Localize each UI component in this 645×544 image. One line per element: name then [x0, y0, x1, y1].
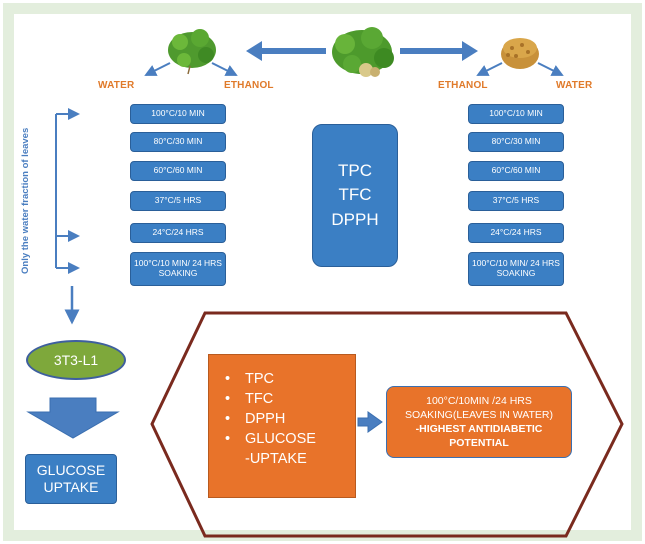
to-glucose-uptake-arrow — [26, 397, 120, 439]
seed-condition-5: 24°C/24 HRS — [468, 223, 564, 243]
result-line-2: SOAKING(LEAVES IN WATER) — [405, 408, 553, 421]
assay-dpph: DPPH — [331, 209, 379, 229]
glucose-uptake-box: GLUCOSE UPTAKE — [25, 454, 117, 504]
plant-to-seeds-arrow — [400, 41, 478, 61]
final-assay-box: •TPC •TFC •DPPH •GLUCOSE -UPTAKE — [208, 354, 356, 498]
seeds-water-label: WATER — [556, 80, 593, 91]
seed-condition-6: 100°C/10 MIN/ 24 HRS SOAKING — [468, 252, 564, 286]
glucose-uptake-line-1: GLUCOSE — [36, 462, 106, 479]
seeds-ethanol-label: ETHANOL — [438, 80, 488, 91]
leaf-condition-4: 37°C/5 HRS — [130, 191, 226, 211]
leaf-condition-5: 24°C/24 HRS — [130, 223, 226, 243]
cell-line-label: 3T3-L1 — [53, 352, 99, 368]
leaves-ethanol-arrow — [211, 62, 238, 76]
seed-condition-3: 60°C/60 MIN — [468, 161, 564, 181]
seed-condition-2: 80°C/30 MIN — [468, 132, 564, 152]
fenugreek-plant-image — [332, 27, 394, 77]
final-assay-item: •TPC — [225, 371, 274, 387]
leaf-condition-1: 100°C/10 MIN — [130, 104, 226, 124]
leaf-condition-2: 80°C/30 MIN — [130, 132, 226, 152]
result-line-4: POTENTIAL — [449, 437, 509, 450]
leaves-water-arrow — [144, 62, 171, 76]
leaves-water-label: WATER — [98, 80, 135, 91]
water-fraction-label: Only the water fraction of leaves — [20, 127, 31, 274]
leaves-ethanol-label: ETHANOL — [224, 80, 274, 91]
final-assay-item: -UPTAKE — [245, 451, 307, 467]
final-assay-item: •GLUCOSE — [225, 431, 316, 447]
final-assay-item: •TFC — [225, 391, 274, 407]
assay-box: TPC TFC DPPH — [312, 124, 398, 267]
seed-condition-1: 100°C/10 MIN — [468, 104, 564, 124]
seeds-ethanol-arrow — [476, 62, 503, 76]
glucose-uptake-line-2: UPTAKE — [43, 479, 99, 495]
leaf-condition-3: 60°C/60 MIN — [130, 161, 226, 181]
results-hexagon — [150, 311, 624, 538]
result-line-1: 100°C/10MIN /24 HRS — [426, 394, 532, 407]
assay-tpc: TPC — [338, 160, 372, 180]
plant-to-leaves-arrow — [246, 41, 326, 61]
to-result-arrow — [357, 411, 383, 433]
leaf-condition-6: 100°C/10 MIN/ 24 HRS SOAKING — [130, 252, 226, 286]
result-line-3: -HIGHEST ANTIDIABETIC — [415, 423, 543, 435]
result-box: 100°C/10MIN /24 HRS SOAKING(LEAVES IN WA… — [386, 386, 572, 458]
final-assay-item: •DPPH — [225, 411, 286, 427]
fenugreek-leaves-image — [168, 29, 216, 75]
fenugreek-seeds-image — [501, 38, 539, 69]
water-fraction-bracket — [55, 108, 80, 274]
cell-line-oval: 3T3-L1 — [26, 340, 126, 380]
assay-tfc: TFC — [338, 185, 372, 205]
seeds-water-arrow — [537, 62, 564, 76]
seed-condition-4: 37°C/5 HRS — [468, 191, 564, 211]
